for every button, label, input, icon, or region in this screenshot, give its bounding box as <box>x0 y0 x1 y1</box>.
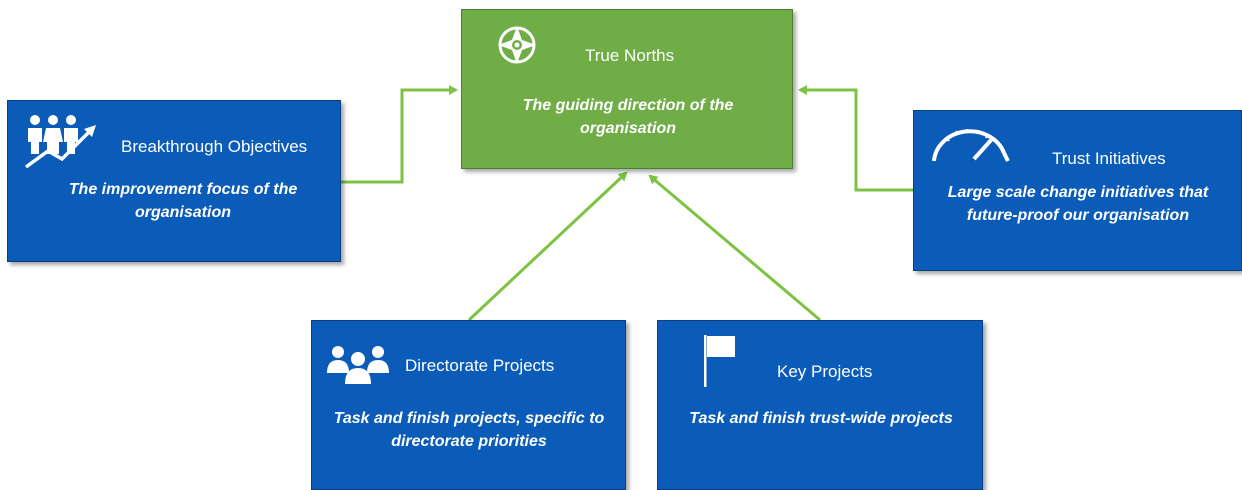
true-norths-description: The guiding direction of the organisatio… <box>522 97 734 137</box>
compass-icon <box>496 24 538 66</box>
people-growth-icon <box>24 111 100 169</box>
true-norths-title: True Norths <box>585 46 675 65</box>
directorate-projects-box: Directorate Projects Task and finish pro… <box>311 320 626 490</box>
breakthrough-objectives-box: Breakthrough Objectives The improvement … <box>7 100 341 262</box>
breakthrough-objectives-description: The improvement focus of the organisatio… <box>68 181 298 221</box>
directorate-projects-description: Task and finish projects, specific to di… <box>333 410 605 450</box>
key-projects-description: Task and finish trust-wide projects <box>689 410 953 427</box>
flag-icon <box>702 333 738 389</box>
trust-initiatives-box: Trust Initiatives Large scale change ini… <box>913 110 1242 271</box>
team-icon <box>327 343 391 385</box>
directorate-projects-title: Directorate Projects <box>405 356 555 375</box>
trust-initiatives-title: Trust Initiatives <box>1052 149 1166 168</box>
true-norths-box: True Norths The guiding direction of the… <box>461 9 793 169</box>
gauge-icon <box>928 123 1012 163</box>
key-projects-box: Key Projects Task and finish trust-wide … <box>657 320 983 490</box>
connector-trust-to-true-norths <box>798 85 913 192</box>
key-projects-title: Key Projects <box>777 362 873 381</box>
trust-initiatives-description: Large scale change initiatives that futu… <box>947 184 1209 224</box>
breakthrough-objectives-title: Breakthrough Objectives <box>121 137 308 156</box>
connector-directorate-to-true-norths <box>467 171 628 322</box>
connector-breakthrough-to-true-norths <box>341 85 458 184</box>
connector-key-to-true-norths <box>648 174 821 322</box>
